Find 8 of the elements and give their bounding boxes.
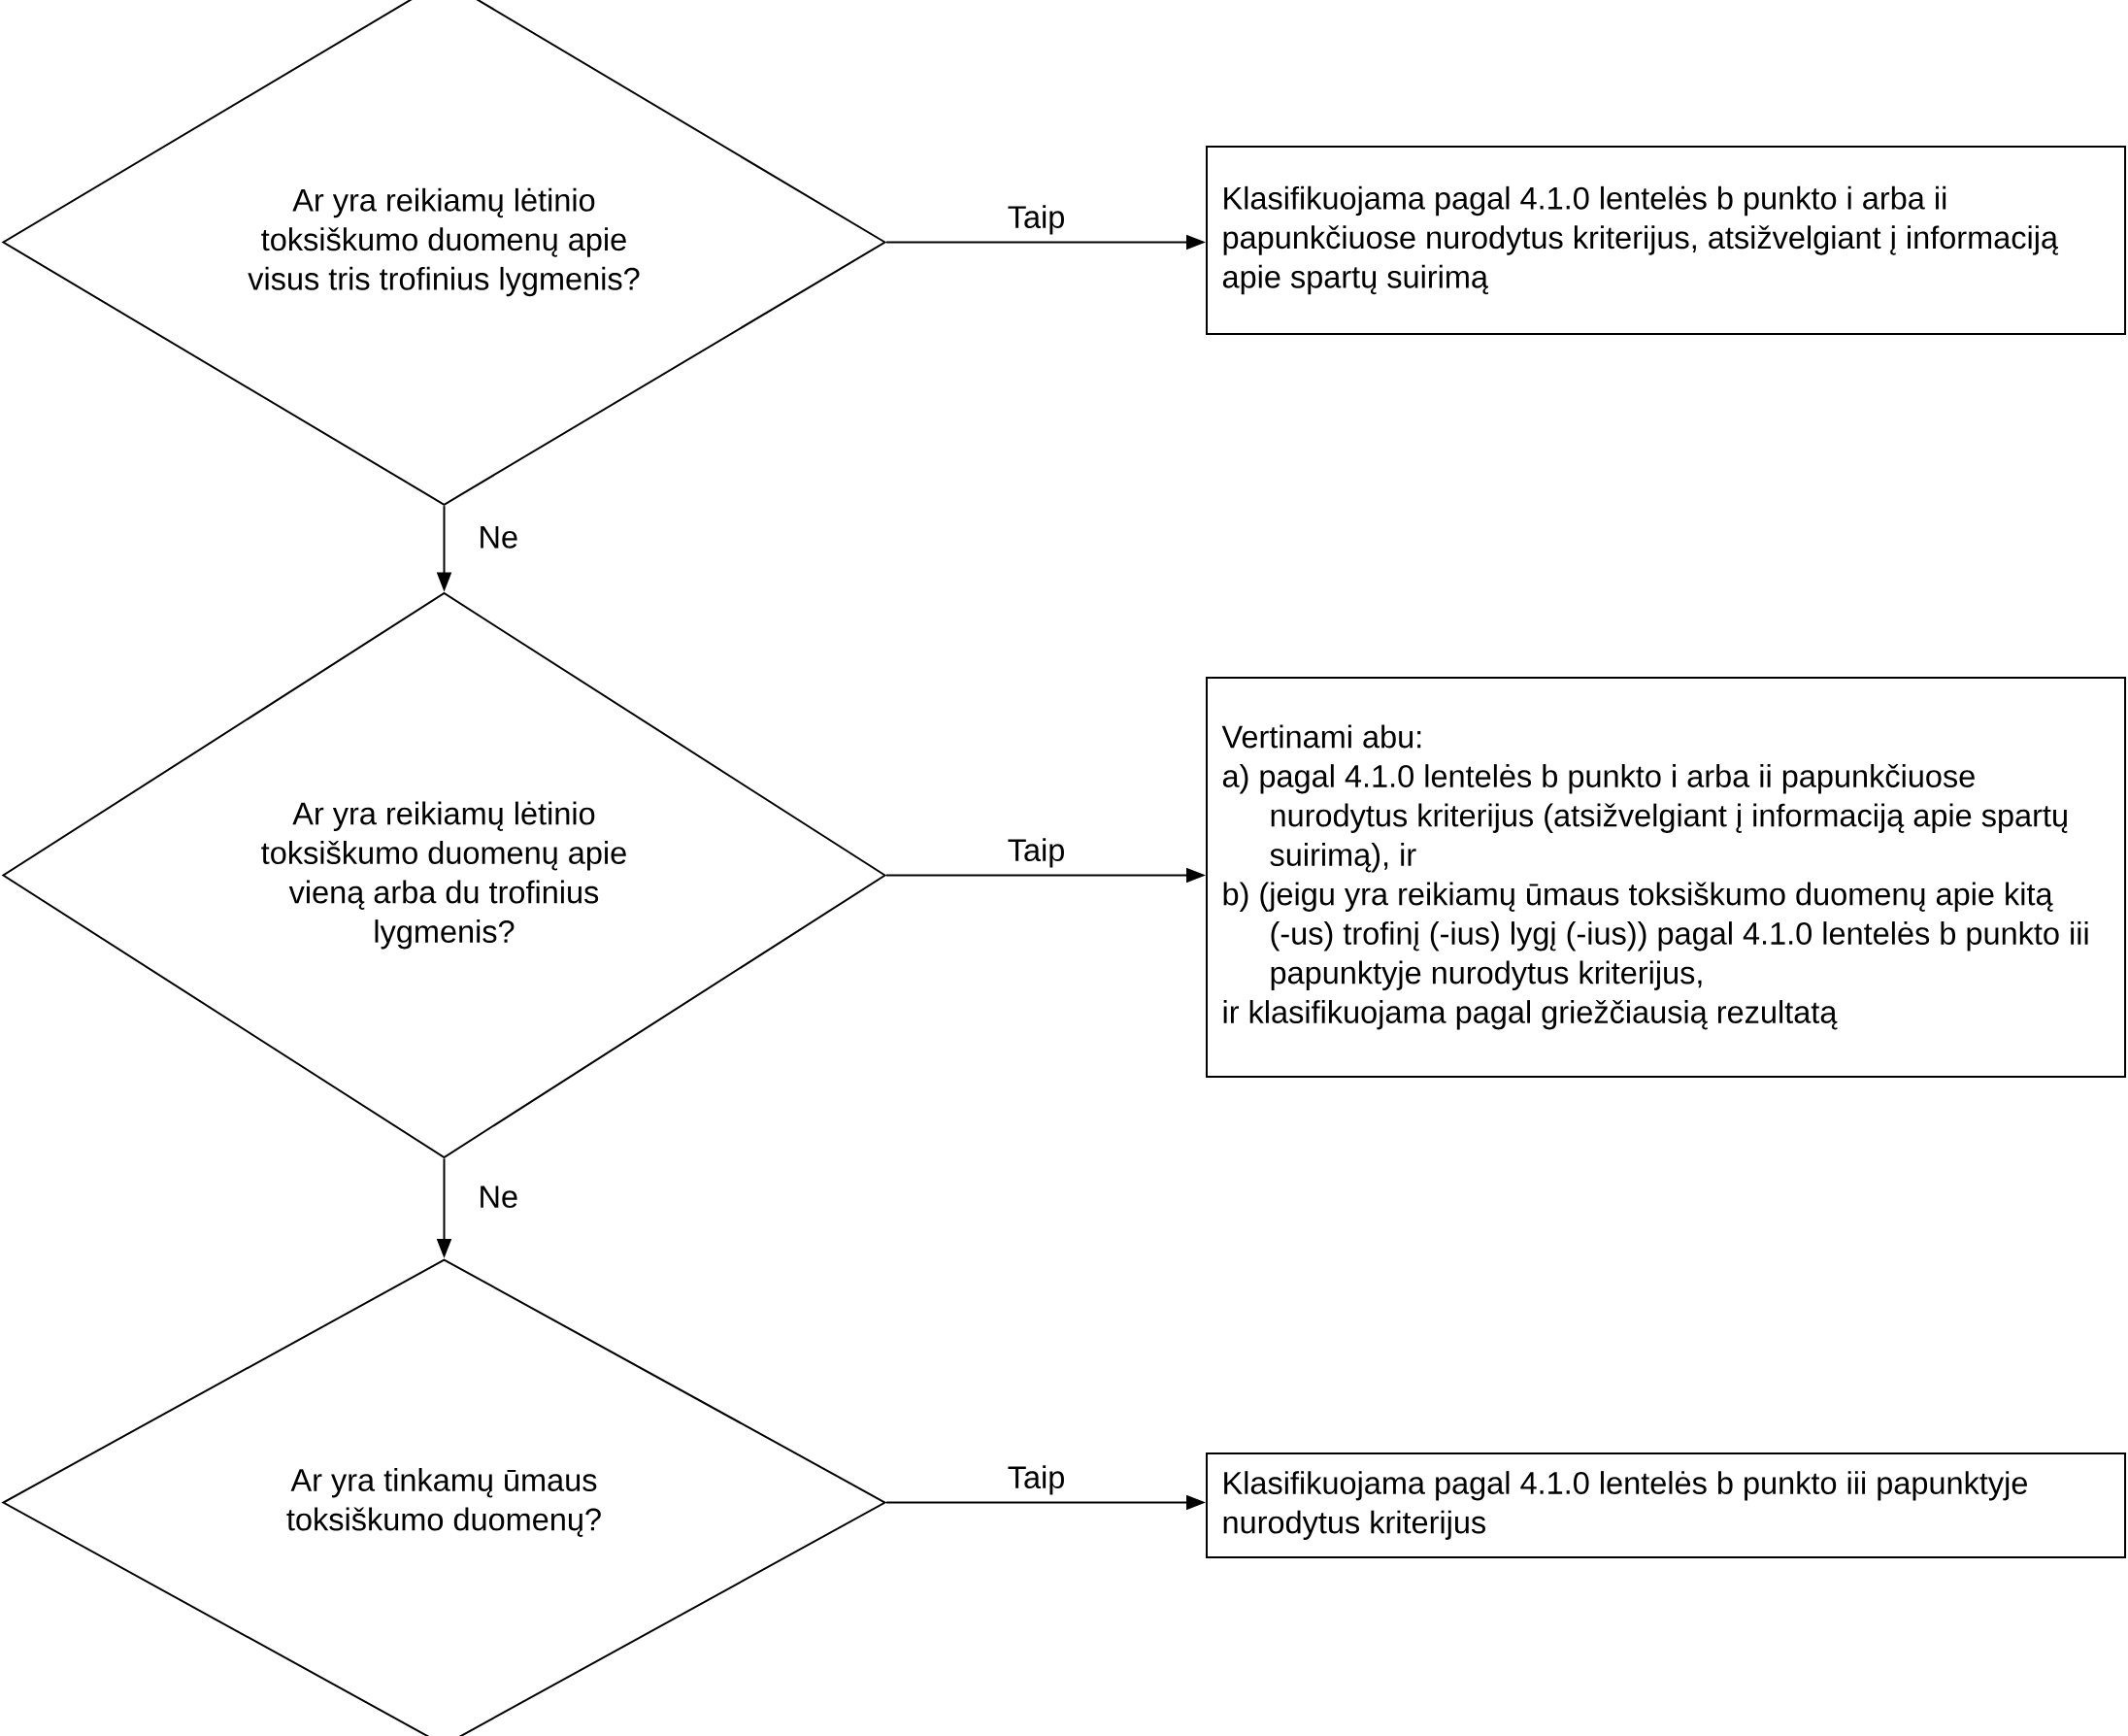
result-box: Klasifikuojama pagal 4.1.0 lentelės b punkto iii papunktyje nurodytus kriterijus: [1206, 1452, 2127, 1558]
result-box: Klasifikuojama pagal 4.1.0 lentelės b punkto i arba ii papunkčiuose nurodytus kriterijus, atsižvelgiant į informaciją apie spartų suirimą: [1206, 146, 2127, 335]
edge-label: Ne: [476, 1184, 521, 1211]
edge-label: Taip: [1005, 1463, 1068, 1497]
edge-label: Taip: [1005, 203, 1068, 237]
edge-label: Ne: [476, 524, 521, 551]
edge-label: Taip: [1005, 836, 1068, 870]
result-box: Vertinami abu: a) pagal 4.1.0 lentelės b punkto i arba ii papunkčiuose nurodytus kriterijus (atsižvelgiant į informaciją apie spartų suirimą), ir b) (jeigu yra reikiamų ūmaus toksiškumo duomenų apie kitą (-us) trofinį (-ius) lygį (-ius)) pagal 4.1.0 lentelės b punkto iii papunktyje nurodytus kriterijus, ir klasifikuojama pagal griežčiausią rezultatą: [1206, 677, 2127, 1078]
